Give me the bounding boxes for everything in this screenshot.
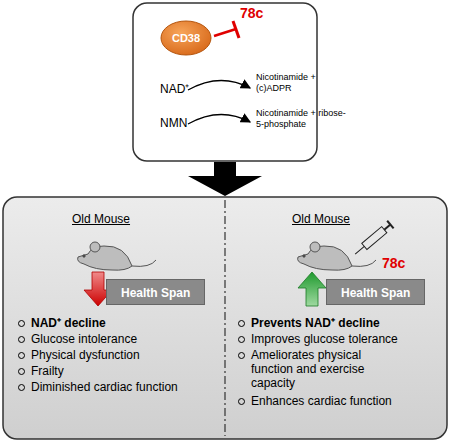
bar-label: Health Span [341,286,410,300]
enzyme-ellipse: CD38 [160,20,212,56]
outcome: Prevents NAD⁺ decline [238,316,380,330]
reaction-arrow [188,80,250,90]
outcome: Frailty [18,364,64,378]
reaction-arrow [188,114,250,124]
outcome: NAD⁺ decline [18,316,106,330]
bar-label: Health Span [121,286,190,300]
inhibitor-name: 78c [382,256,405,270]
enzyme-name: CD38 [160,20,212,56]
outcome: Ameliorates physical function and exerci… [238,348,401,390]
outcome: Glucose intolerance [18,332,137,346]
flow-arrow [188,162,262,196]
substrate: NAD⁺ [160,82,189,96]
group-title: Old Mouse [292,212,350,226]
inhibitor-bar [233,21,239,38]
health-span-bar: Health Span [326,279,425,305]
substrate: NMN [160,116,187,130]
product: Nicotinamide + (c)ADPR [256,72,330,94]
health-span-bar: Health Span [106,279,205,305]
divider [224,200,225,436]
mouse [78,242,156,270]
outcome: Improves glucose tolerance [238,332,398,346]
increase-arrow [298,272,326,306]
bottom-panel [3,197,447,439]
syringe [352,221,394,258]
inhibitor-name: 78c [240,6,263,20]
outcome: Diminished cardiac function [18,380,236,394]
inhibitor-line [214,29,236,36]
product: Nicotinamide + ribose-5-phosphate [256,108,348,130]
group-title: Old Mouse [72,212,130,226]
outcome: Physical dysfunction [18,348,140,362]
outcome: Enhances cardiac function [238,394,392,408]
